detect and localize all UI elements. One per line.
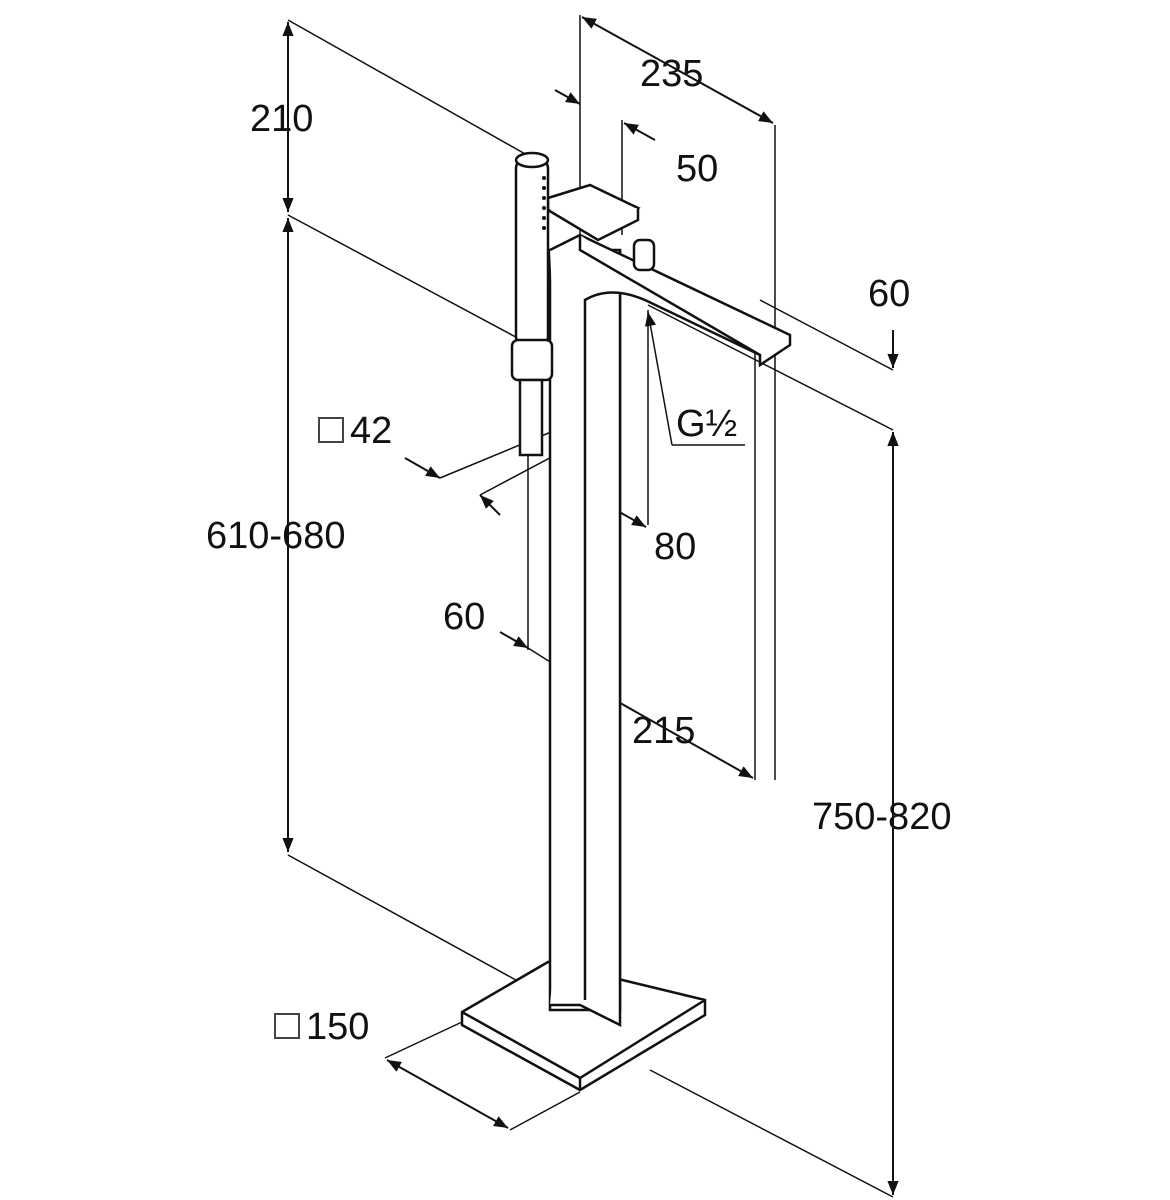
- label-42: 42: [318, 412, 392, 450]
- handshower: [514, 153, 550, 352]
- label-235: 235: [640, 53, 704, 95]
- label-610-680: 610-680: [206, 515, 346, 557]
- label-750-820: 750-820: [812, 796, 952, 838]
- dim-150-line: [386, 1059, 509, 1129]
- hose: [518, 378, 544, 457]
- diverter-knob: [632, 238, 656, 272]
- label-150: 150: [274, 1008, 369, 1046]
- faucet-body: [460, 151, 792, 1092]
- square-symbol-icon: [318, 416, 344, 443]
- label-60-column: 60: [443, 596, 486, 638]
- label-50: 50: [676, 148, 719, 190]
- spout: [549, 233, 792, 1000]
- dim-235-line: [581, 16, 774, 124]
- label-thread: G½: [676, 403, 738, 445]
- label-215: 215: [632, 710, 696, 752]
- handshower-holder: [510, 338, 554, 382]
- square-symbol-icon: [274, 1012, 300, 1039]
- label-80: 80: [654, 526, 697, 568]
- label-210: 210: [250, 98, 314, 140]
- label-60-spout: 60: [868, 273, 911, 315]
